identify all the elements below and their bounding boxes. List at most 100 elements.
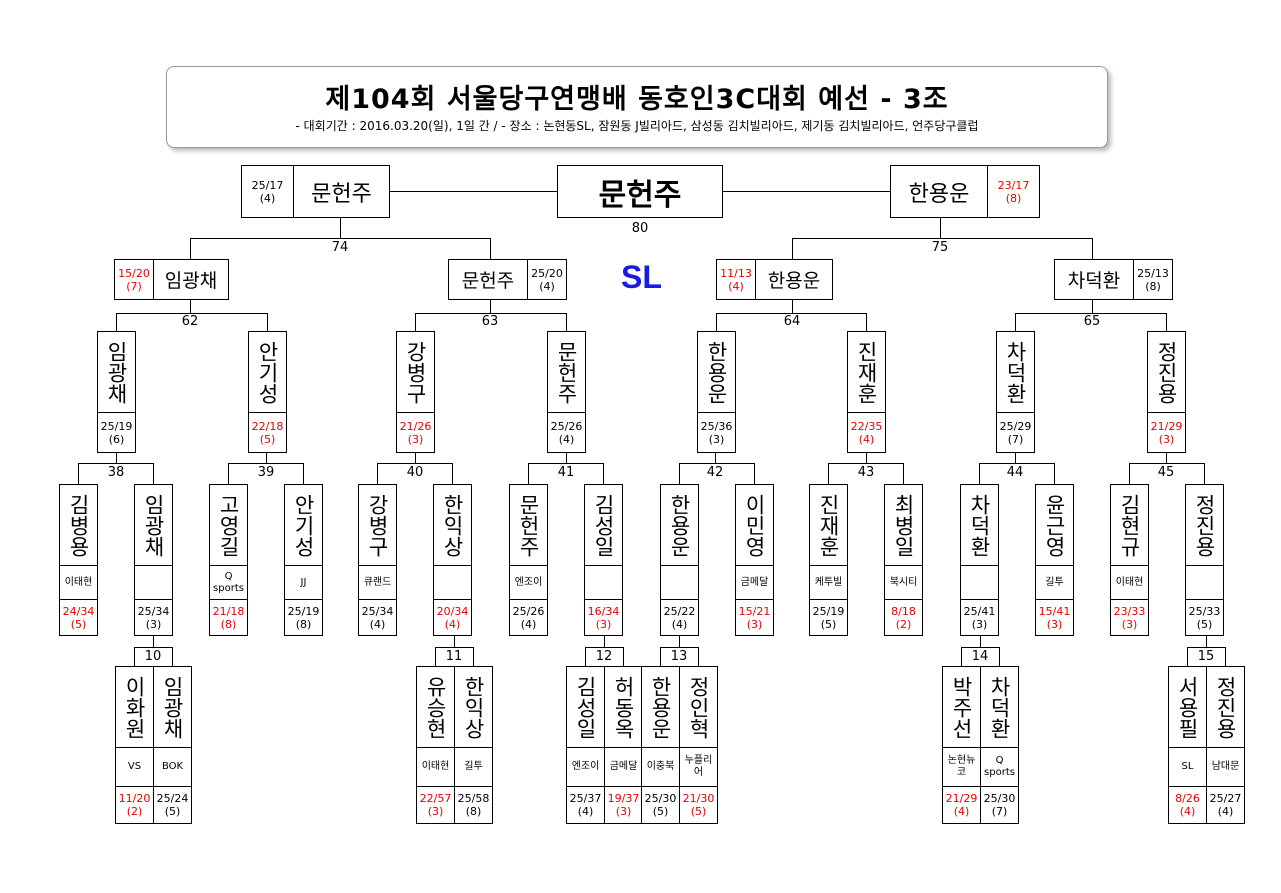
bracket-line <box>78 463 79 485</box>
player-name: 윤근영 <box>1042 493 1067 557</box>
score-text: 25/19 <box>100 419 133 433</box>
bracket-line <box>390 191 558 192</box>
inning-text: (7) <box>126 279 142 293</box>
player-name: 김현규 <box>1117 493 1142 557</box>
round1-name-box: 김현규 <box>1110 484 1149 566</box>
round0-name-box: 정진용 <box>1206 666 1245 748</box>
inning-text: (6) <box>108 432 125 446</box>
club-cell: Q sports <box>209 565 248 600</box>
bracket-line <box>1204 463 1205 485</box>
club-cell: 이태현 <box>59 565 98 600</box>
score-text: 25/58 <box>457 792 490 805</box>
match-number: 13 <box>670 649 688 664</box>
match-number: 11 <box>445 649 463 664</box>
club-cell <box>134 565 173 600</box>
inning-text: (3) <box>1046 617 1063 631</box>
bracket-line <box>452 463 453 485</box>
round1-name-box: 임광채 <box>134 484 173 566</box>
bracket-line <box>1015 313 1016 332</box>
bracket-line <box>415 313 416 332</box>
player-name: 정진용 <box>1154 340 1179 404</box>
club-cell: 금메달 <box>604 747 643 787</box>
score-cell: 25/26(4) <box>509 599 548 636</box>
club-name: 이태현 <box>64 576 93 588</box>
semi-left-name: 임광채 <box>153 259 229 300</box>
bracket-line <box>473 647 474 667</box>
bracket-line <box>266 453 267 464</box>
round1-name-box: 정진용 <box>1185 484 1224 566</box>
score-text: 25/29 <box>999 419 1032 433</box>
bracket-line <box>435 647 474 648</box>
score-cell: 25/17(4) <box>241 165 294 218</box>
player-name: 김병용 <box>66 493 91 557</box>
bracket-line <box>585 647 586 667</box>
score-cell: 25/22(4) <box>660 599 699 636</box>
bracket-line <box>828 463 904 464</box>
inning-text: (4) <box>1217 805 1234 818</box>
bracket-line <box>134 647 173 648</box>
inning-text: (4) <box>444 617 461 631</box>
bracket-line <box>961 647 962 667</box>
inning-text: (4) <box>259 191 276 205</box>
player-name: 강병구 <box>365 493 390 557</box>
inning-text: (4) <box>728 279 744 293</box>
bracket-line <box>1092 300 1093 314</box>
bracket-line <box>153 463 154 485</box>
score-cell: 25/34(3) <box>134 599 173 636</box>
club-name: 금메달 <box>740 576 769 588</box>
score-cell: 11/20(2) <box>115 786 154 824</box>
bracket-line <box>792 238 1093 239</box>
bracket-line <box>78 463 154 464</box>
score-cell: 25/58(8) <box>454 786 493 824</box>
score-text: 15/20 <box>118 266 150 280</box>
score-cell: 16/34(3) <box>584 599 623 636</box>
round0-name-box: 차덕환 <box>980 666 1019 748</box>
bracket-line <box>1015 313 1167 314</box>
club-name: 엔조이 <box>514 576 543 588</box>
score-cell: 8/26(4) <box>1168 786 1207 824</box>
semi-right-name: 문헌주 <box>448 259 528 300</box>
bracket-line <box>1225 647 1226 667</box>
bracket-line <box>723 191 891 192</box>
score-cell: 23/33(3) <box>1110 599 1149 636</box>
score-cell: 15/21(3) <box>735 599 774 636</box>
bracket-line <box>490 300 491 314</box>
player-name: 안기성 <box>291 493 316 557</box>
match-number: 41 <box>557 465 575 480</box>
club-cell: 케투빌 <box>809 565 848 600</box>
page-subtitle: - 대회기간 : 2016.03.20(일), 1일 간 / - 장소 : 논현… <box>295 119 979 133</box>
round1-name-box: 강병구 <box>358 484 397 566</box>
score-text: 25/30 <box>644 792 677 805</box>
match-number: 63 <box>481 314 499 329</box>
round0-name-box: 한익상 <box>454 666 493 748</box>
inning-text: (5) <box>259 432 276 446</box>
player-name: 이화원 <box>122 675 147 739</box>
bracket-line <box>153 636 154 648</box>
club-name: SL <box>1181 761 1194 772</box>
score-cell: 25/30(7) <box>980 786 1019 824</box>
round1-name-box: 한익상 <box>433 484 472 566</box>
player-name: 진재훈 <box>816 493 841 557</box>
score-cell: 25/24(5) <box>153 786 192 824</box>
club-cell: BOK <box>153 747 192 787</box>
bracket-line <box>979 463 1055 464</box>
bracket-line <box>1092 238 1093 260</box>
round1-name-box: 최병일 <box>884 484 923 566</box>
club-name: 케투빌 <box>814 576 843 588</box>
bracket-line <box>116 453 117 464</box>
inning-text: (4) <box>539 279 555 293</box>
score-cell: 25/19(8) <box>284 599 323 636</box>
score-cell: 25/41(3) <box>960 599 999 636</box>
score-text: 25/34 <box>361 604 394 618</box>
club-cell: 이태현 <box>416 747 455 787</box>
player-name: 임광채 <box>141 493 166 557</box>
player-name: 차덕환 <box>1003 340 1028 404</box>
club-name: 논현뉴코 <box>947 755 976 778</box>
bracket-line <box>604 636 605 648</box>
final-left-name: 문헌주 <box>293 165 390 218</box>
score-cell: 25/19(6) <box>97 412 136 453</box>
player-name: 한익상 <box>440 493 465 557</box>
inning-text: (7) <box>1007 432 1024 446</box>
club-cell <box>433 565 472 600</box>
player-name: 임광채 <box>104 340 129 404</box>
